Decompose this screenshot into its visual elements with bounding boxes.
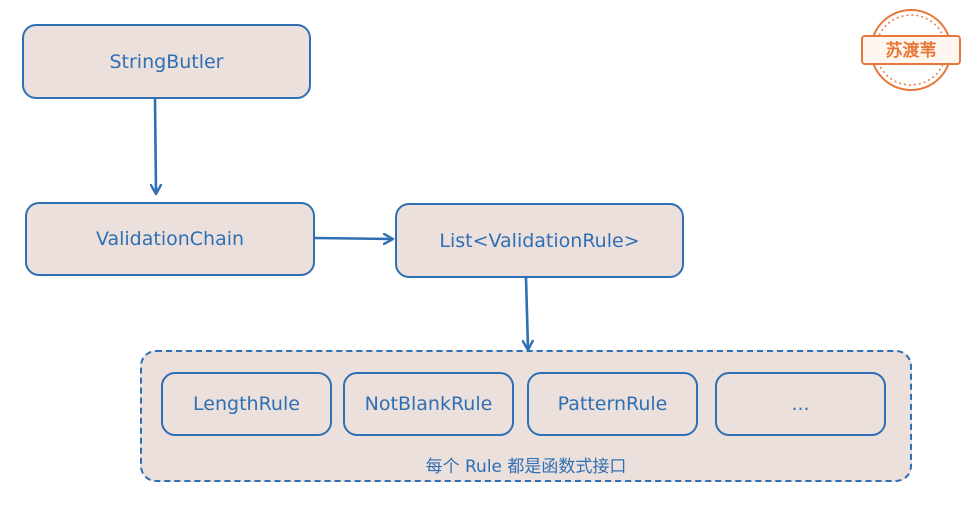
string-butler-label: StringButler <box>109 50 224 73</box>
rule-list-node: List<ValidationRule> <box>395 203 684 278</box>
rules-group-caption: 每个 Rule 都是函数式接口 <box>425 457 627 477</box>
arrow-chain-to-list <box>314 238 392 239</box>
rule-label: LengthRule <box>193 393 300 415</box>
rule-label: NotBlankRule <box>364 393 493 415</box>
rule-node-pattern: PatternRule <box>527 372 698 436</box>
arrow-butler-to-chain <box>155 98 156 193</box>
rule-label: PatternRule <box>557 393 668 415</box>
validation-chain-node: ValidationChain <box>25 202 315 276</box>
rule-node-more: ... <box>715 372 886 436</box>
validation-chain-label: ValidationChain <box>95 228 245 250</box>
string-butler-node: StringButler <box>22 24 311 99</box>
rule-label: ... <box>791 393 810 415</box>
rule-node-not-blank: NotBlankRule <box>343 372 514 436</box>
author-stamp: 苏渡苇 <box>861 9 961 91</box>
rule-list-label: List<ValidationRule> <box>439 229 640 252</box>
rule-node-length: LengthRule <box>161 372 332 436</box>
arrow-list-to-rules <box>526 277 528 349</box>
stamp-text: 苏渡苇 <box>886 40 937 61</box>
